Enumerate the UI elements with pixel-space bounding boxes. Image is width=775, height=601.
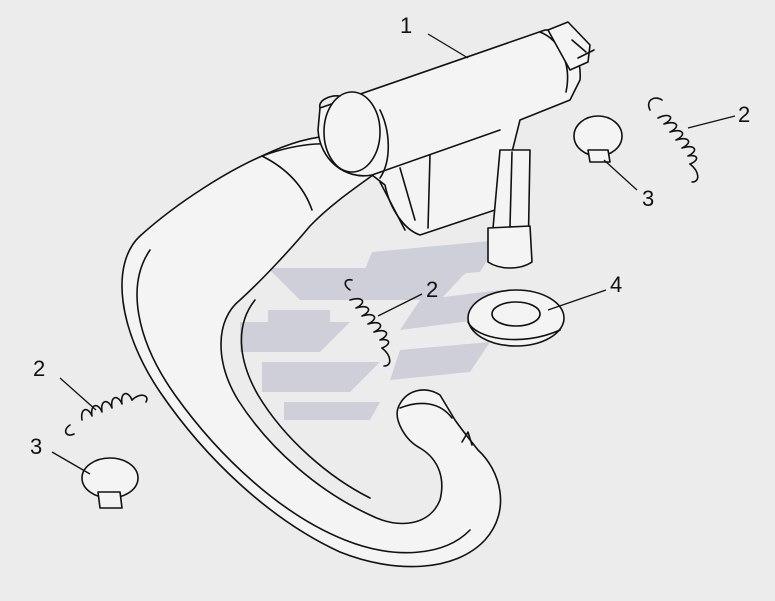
leader-1 xyxy=(427,33,469,59)
watermark-logo xyxy=(240,240,500,420)
callout-1: 1 xyxy=(400,13,412,38)
spring-middle xyxy=(344,278,391,367)
rubber-mount-bottom xyxy=(81,457,139,509)
callout-2-left: 2 xyxy=(33,356,45,381)
leader-2-right xyxy=(687,115,736,129)
callout-3-right: 3 xyxy=(642,186,654,211)
exhaust-pipe xyxy=(121,135,502,568)
leader-4 xyxy=(547,289,607,311)
leader-2-middle xyxy=(377,293,423,317)
callout-3-left: 3 xyxy=(30,434,42,459)
callout-4: 4 xyxy=(610,272,622,297)
leader-3-left xyxy=(51,451,91,475)
spring-right xyxy=(647,97,699,183)
callout-2-right: 2 xyxy=(738,102,750,127)
spring-left xyxy=(64,392,148,436)
callout-2-middle: 2 xyxy=(426,277,438,302)
gasket xyxy=(467,289,565,347)
leader-2-left xyxy=(59,377,97,411)
rubber-mount-top xyxy=(573,115,623,163)
leader-3-right xyxy=(603,159,638,191)
silencer xyxy=(317,21,595,269)
